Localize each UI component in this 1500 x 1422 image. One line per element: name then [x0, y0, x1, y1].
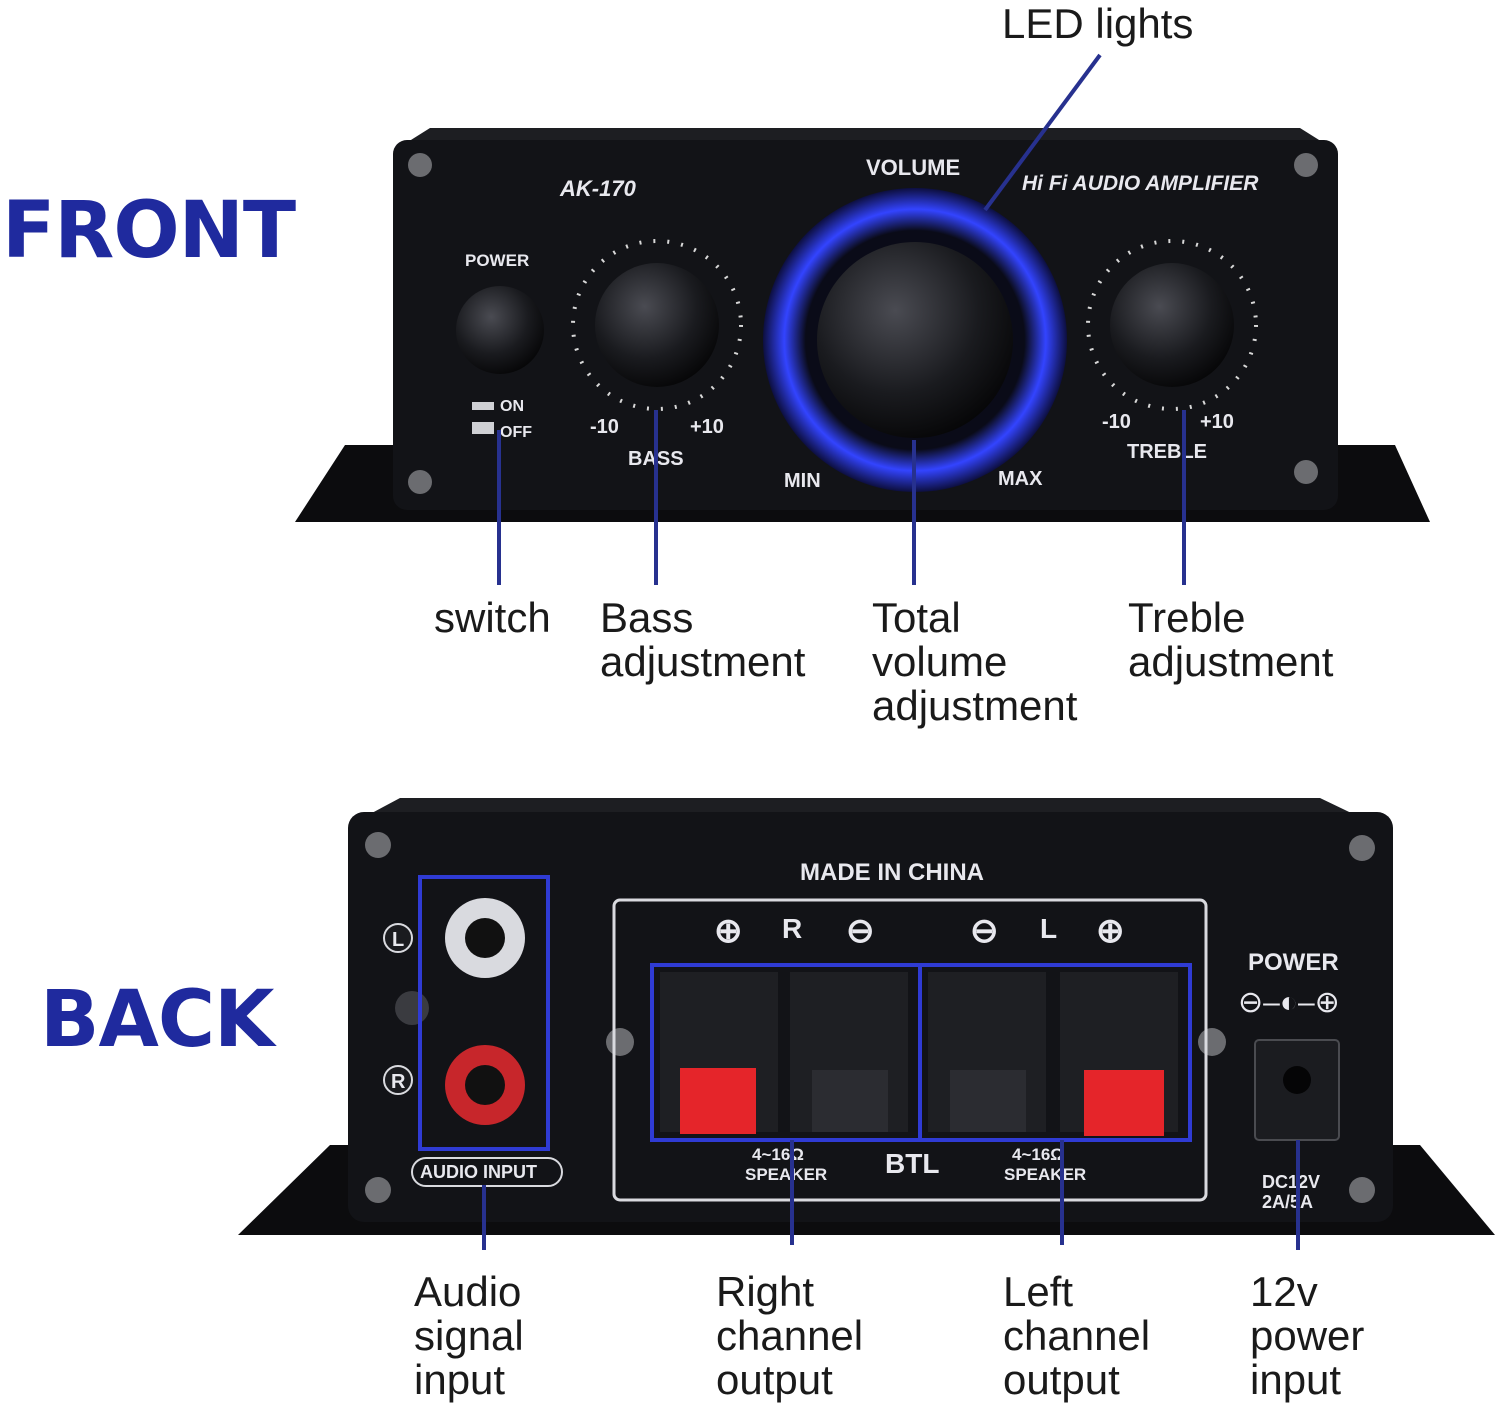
- left-out-leader-line: [1060, 1140, 1064, 1245]
- terminal-red-tab: [680, 1068, 756, 1134]
- volume-min-label: MIN: [784, 470, 821, 492]
- audio-in-leader-line: [482, 1185, 486, 1250]
- bass-knob: [595, 263, 719, 387]
- front-title: FRONT: [2, 186, 296, 276]
- bass-min-label: -10: [590, 416, 619, 438]
- volume-max-label: MAX: [998, 468, 1043, 490]
- switch-leader-line: [497, 430, 501, 585]
- treble-leader-line: [1182, 410, 1186, 585]
- callout-led-lights: LED lights: [1002, 0, 1194, 47]
- bass-dial-ring: [571, 239, 743, 411]
- power-button: [456, 286, 544, 374]
- r-channel-label: R: [782, 913, 802, 944]
- audio-input-label: AUDIO INPUT: [420, 1162, 537, 1182]
- minus-icon: ⊖: [970, 912, 999, 950]
- speaker-terminal-panel: [612, 898, 1208, 1202]
- terminal-red-tab: [1084, 1070, 1164, 1136]
- callout-treble: Treble adjustment: [1128, 594, 1334, 685]
- right-out-leader-line: [790, 1140, 794, 1245]
- jack-l-badge: [383, 923, 413, 953]
- treble-label: TREBLE: [1127, 441, 1207, 463]
- volume-knob: [817, 242, 1013, 438]
- treble-knob: [1110, 263, 1234, 387]
- screw-icon: [408, 153, 432, 177]
- callout-bass: Bass adjustment: [600, 594, 806, 685]
- dc-polarity-icon: ⊖–◐–⊕: [1238, 986, 1340, 1019]
- power-in-leader-line: [1296, 1140, 1300, 1250]
- audio-input-badge: [411, 1157, 563, 1187]
- plus-icon: ⊕: [714, 912, 743, 950]
- bass-leader-line: [654, 410, 658, 585]
- screw-icon: [1198, 1028, 1226, 1056]
- screw-icon: [1349, 1177, 1375, 1203]
- jack-r-label: R: [391, 1071, 406, 1093]
- screw-icon: [408, 470, 432, 494]
- back-title: BACK: [40, 975, 275, 1065]
- power-label-back: POWER: [1248, 949, 1339, 976]
- jack-l-label: L: [392, 929, 404, 951]
- callout-right-output: Right channel output: [716, 1268, 864, 1403]
- volume-leader-line: [912, 440, 916, 585]
- btl-label: BTL: [885, 1148, 939, 1179]
- terminal-black-tab: [950, 1070, 1026, 1132]
- l-channel-label: L: [1040, 913, 1057, 944]
- bass-max-label: +10: [690, 416, 724, 438]
- volume-label: VOLUME: [866, 155, 960, 180]
- speaker-l-sub-label: SPEAKER: [1004, 1165, 1086, 1184]
- dc-spec-line2: 2A/5A: [1262, 1192, 1313, 1212]
- screw-icon: [365, 832, 391, 858]
- switch-indicator-icon: [472, 402, 494, 410]
- speaker-r-label: 4~16Ω: [752, 1145, 804, 1164]
- jack-r-badge: [383, 1065, 413, 1095]
- made-in-label: MADE IN CHINA: [800, 859, 984, 886]
- screw-icon: [1349, 835, 1375, 861]
- left-output-highlight-box: [918, 963, 1192, 1142]
- power-label: POWER: [465, 251, 529, 270]
- front-amplifier: AK-170 VOLUME Hi Fi AUDIO AMPLIFIER POWE…: [295, 128, 1430, 522]
- plus-icon: ⊕: [1096, 912, 1125, 950]
- model-label: AK-170: [559, 176, 637, 201]
- speaker-l-label: 4~16Ω: [1012, 1145, 1064, 1164]
- back-amplifier: ⊕ ⊖ ⊖ ⊕ ⊖–◐–⊕ MADE IN CHINA R L L R AUDI…: [238, 798, 1495, 1235]
- callout-audio-input: Audio signal input: [414, 1268, 524, 1403]
- callout-power-input: 12v power input: [1250, 1268, 1365, 1403]
- speaker-r-sub-label: SPEAKER: [745, 1165, 827, 1184]
- on-label: ON: [500, 398, 524, 415]
- screw-icon: [1294, 460, 1318, 484]
- treble-max-label: +10: [1200, 411, 1234, 433]
- led-leader-line: [983, 53, 1102, 212]
- off-label: OFF: [500, 424, 532, 441]
- screw-icon: [606, 1028, 634, 1056]
- dc-spec-line1: DC12V: [1262, 1172, 1320, 1192]
- audio-input-highlight-box: [418, 875, 550, 1151]
- treble-dial-ring: [1086, 239, 1258, 411]
- screw-icon: [395, 991, 429, 1025]
- callout-volume: Total volume adjustment: [872, 594, 1078, 729]
- screw-icon: [1294, 153, 1318, 177]
- treble-min-label: -10: [1102, 411, 1131, 433]
- terminal-black-tab: [812, 1070, 888, 1132]
- callout-switch: switch: [434, 594, 551, 641]
- switch-indicator-icon: [472, 422, 494, 434]
- minus-icon: ⊖: [846, 912, 875, 950]
- callout-left-output: Left channel output: [1003, 1268, 1151, 1403]
- brand-label: Hi Fi AUDIO AMPLIFIER: [1022, 172, 1259, 195]
- screw-icon: [365, 1177, 391, 1203]
